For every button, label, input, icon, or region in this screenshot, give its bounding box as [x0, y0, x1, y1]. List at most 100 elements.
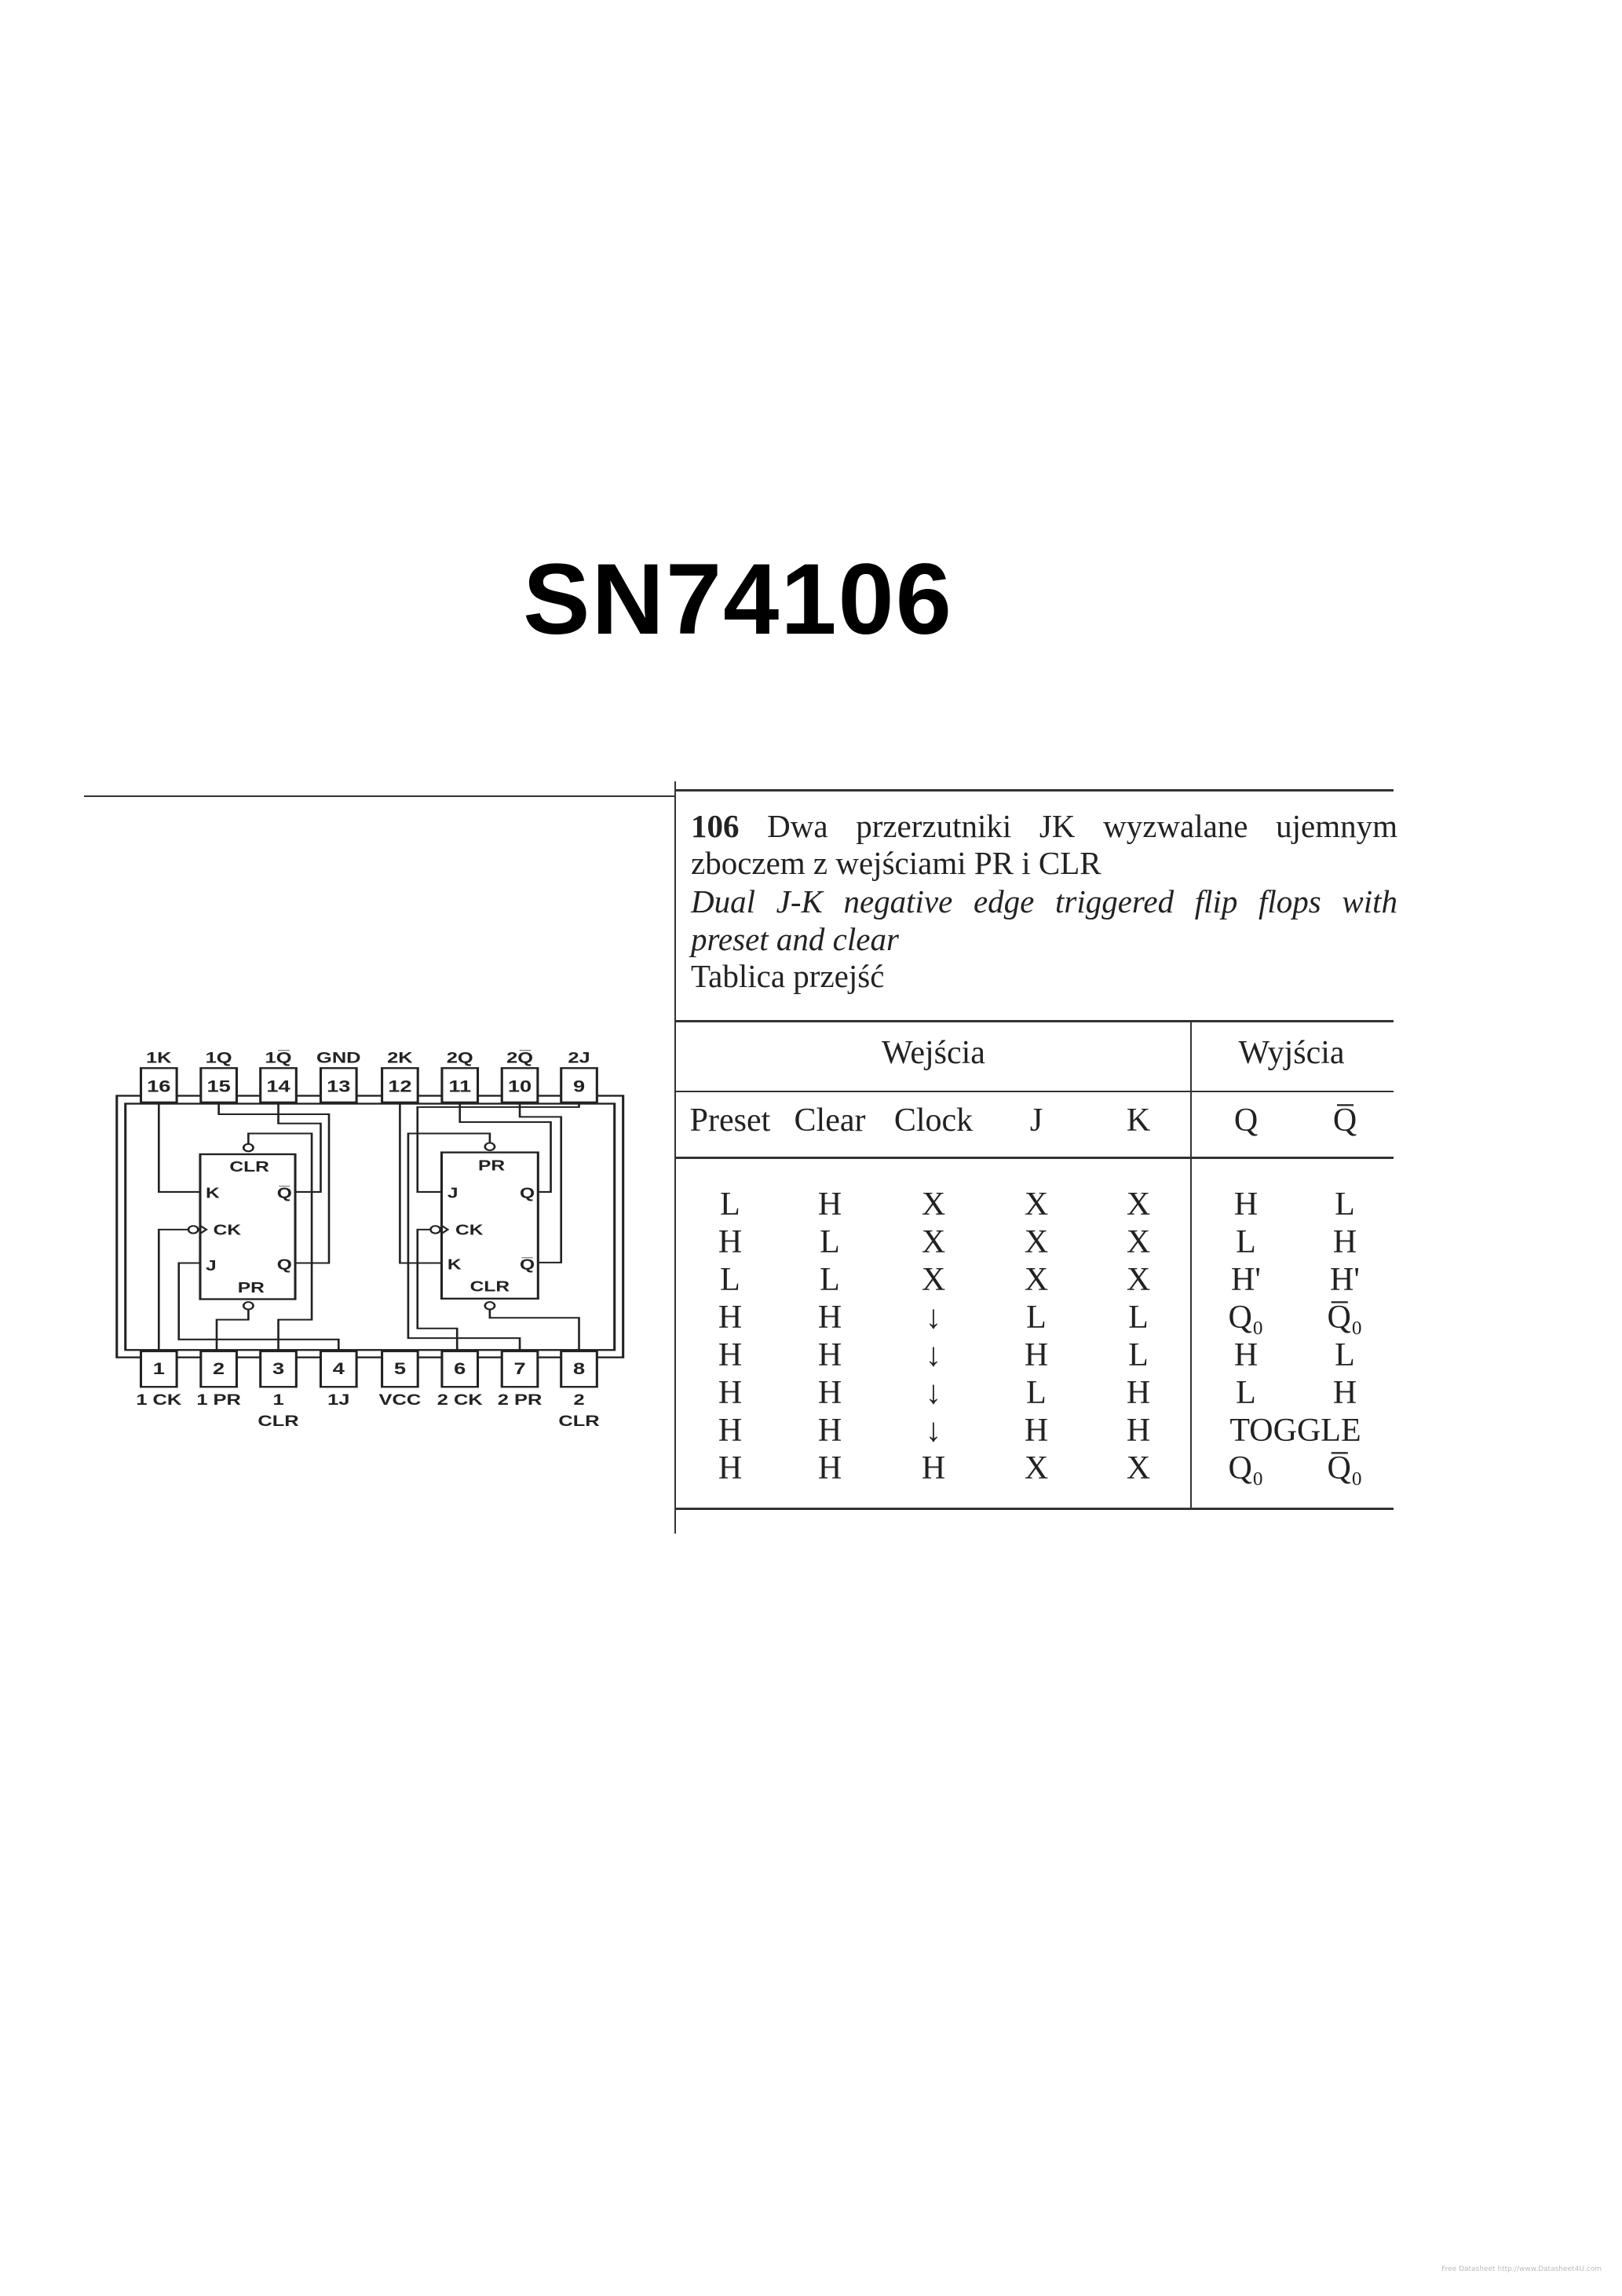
ff2-ck-label: CK: [455, 1221, 484, 1238]
pin-box: [319, 1067, 358, 1104]
table-cell: ↓: [925, 1300, 942, 1336]
pin-box: [440, 1350, 480, 1388]
pin-box: [259, 1350, 298, 1388]
ff2-j-label: J: [448, 1184, 458, 1201]
ff2-k-label: K: [448, 1256, 462, 1272]
table-cell: X: [1024, 1262, 1049, 1298]
pin-label: 1Q̅: [265, 1049, 292, 1066]
table-cell: H: [718, 1300, 743, 1336]
pin-label: 2: [573, 1391, 584, 1408]
pin-box: [199, 1067, 238, 1104]
pin-box: [319, 1350, 358, 1388]
table-cell: H: [1332, 1224, 1357, 1260]
table-cell: H: [1332, 1375, 1357, 1411]
pin-number: 1: [153, 1360, 165, 1378]
column-header-rule: [675, 1157, 1394, 1159]
outputs-divider: [1190, 1021, 1192, 1508]
left-top-rule: [84, 795, 675, 797]
pin-number: 4: [333, 1360, 345, 1378]
ff1-qbar-label: Q̅: [277, 1184, 292, 1201]
table-cell: X: [1024, 1186, 1049, 1223]
table-cell: X: [1126, 1186, 1151, 1223]
pin-number: 8: [573, 1360, 585, 1378]
column-header: K: [1126, 1102, 1151, 1139]
pin-box: [500, 1350, 539, 1388]
column-header: Clear: [794, 1102, 866, 1139]
pin-label: 1J: [327, 1391, 349, 1408]
ff1-pr-label: PR: [238, 1279, 265, 1296]
pin-label: 1: [272, 1391, 283, 1408]
pin-label: 2Q: [447, 1049, 473, 1066]
column-header: Preset: [689, 1102, 771, 1139]
ff1-ck-label: CK: [214, 1221, 242, 1238]
pin-label: GND: [316, 1049, 361, 1066]
table-cell: H: [1126, 1375, 1151, 1411]
wiring: [157, 1103, 580, 1351]
pin-number: 15: [207, 1077, 231, 1095]
pin-number: 11: [448, 1077, 471, 1095]
table-cell: H: [817, 1450, 842, 1486]
description-line-3: Dual J-K negative edge triggered flip fl…: [691, 883, 1397, 919]
pin-label: 1 PR: [196, 1391, 241, 1408]
pin-number: 16: [147, 1077, 170, 1095]
pin-label: 2J: [568, 1049, 590, 1066]
table-cell: X: [1126, 1450, 1151, 1486]
column-header: J: [1029, 1102, 1043, 1139]
group-header-outputs: Wyjścia: [1238, 1035, 1345, 1071]
pin-number: 9: [573, 1077, 585, 1095]
column-header: Clock: [893, 1102, 974, 1139]
pin-label: 1Q: [206, 1049, 232, 1066]
pin-label: 2Q̅: [506, 1049, 533, 1066]
table-cell: H: [718, 1413, 743, 1449]
part-number: 106: [691, 808, 740, 844]
pin-box: [560, 1350, 598, 1388]
table-cell: TOGGLE: [1229, 1413, 1361, 1449]
table-cell: ↓: [925, 1337, 942, 1373]
pin-box: [500, 1067, 539, 1104]
table-cell: X: [1126, 1262, 1151, 1298]
table-cell: H': [1330, 1262, 1360, 1298]
pin-label: 1 CK: [136, 1391, 182, 1408]
package-outline: [115, 1095, 625, 1358]
table-cell: L: [1026, 1300, 1047, 1336]
pin-number: 5: [394, 1360, 406, 1378]
table-cell: X: [1024, 1450, 1049, 1486]
pin-box: [259, 1067, 298, 1104]
table-cell: H: [718, 1337, 743, 1373]
group-header-rule: [675, 1091, 1394, 1092]
column-header: Q: [1233, 1102, 1259, 1139]
table-cell: Q̅₀: [1327, 1450, 1363, 1486]
table-cell: X: [921, 1186, 946, 1223]
table-cell: X: [1126, 1224, 1151, 1260]
table-top-rule: [675, 1020, 1394, 1022]
table-cell: L: [1335, 1186, 1355, 1223]
table-cell: X: [921, 1262, 946, 1298]
pin-number: 10: [508, 1077, 532, 1095]
description-line-4: preset and clear: [691, 921, 899, 957]
ff2-pr-label: PR: [478, 1157, 505, 1173]
table-cell: L: [1236, 1224, 1256, 1260]
table-cell: X: [1024, 1224, 1049, 1260]
pin-box: [381, 1067, 419, 1104]
pin-number: 7: [513, 1360, 525, 1378]
table-cell: L: [1128, 1300, 1149, 1336]
chip-title: SN74106: [523, 543, 953, 656]
table-cell: H: [1233, 1337, 1259, 1373]
description-line-2: zboczem z wejściami PR i CLR: [691, 845, 1101, 881]
pin-number: 14: [266, 1077, 290, 1095]
table-caption: Tablica przejść: [691, 958, 885, 994]
table-cell: H: [817, 1300, 842, 1336]
pin-box: [381, 1350, 419, 1388]
table-cell: L: [820, 1224, 840, 1260]
ff2-q-label: Q: [520, 1184, 535, 1201]
pin-label: VCC: [379, 1391, 422, 1408]
pin-box: [199, 1350, 238, 1388]
pin-number: 12: [388, 1077, 411, 1095]
footer-watermark: Free Datasheet http://www.Datasheet4U.co…: [1441, 2265, 1602, 2273]
group-header-inputs: Wejścia: [882, 1035, 985, 1071]
ff1-q-label: Q: [277, 1256, 292, 1272]
table-cell: ↓: [925, 1375, 942, 1411]
pin-label: 2K: [387, 1049, 413, 1066]
